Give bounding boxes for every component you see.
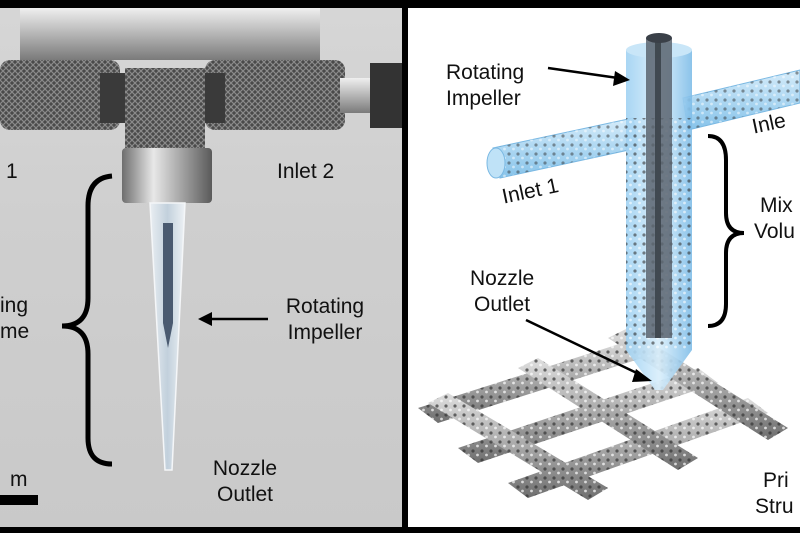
center-tee [125, 68, 205, 148]
rotating-impeller-label-line2: Impeller [287, 321, 363, 344]
rotating-impeller-label-line1: Rotating [285, 295, 365, 318]
schematic-printed-structure-line1: Pri [763, 469, 789, 492]
mixing-volume-partial-line1: ing [0, 294, 29, 317]
inlet-1-partial-label: 1 [6, 160, 18, 183]
impeller-arrow [198, 312, 212, 326]
impeller-pointer-arrow [613, 71, 630, 86]
mixing-volume-bracket [61, 173, 113, 467]
outlet-pointer-arrow [632, 369, 652, 382]
scale-bar-label: m [10, 468, 28, 491]
photo-panel: 1 Inlet 2 ing me Rotating Impeller Nozzl… [0, 8, 402, 527]
schematic-nozzle-outlet-line1: Nozzle [470, 267, 535, 290]
nozzle-collar [122, 148, 212, 203]
scale-bar [0, 495, 38, 505]
top-housing [20, 8, 320, 60]
inlet-1-tube [486, 117, 639, 179]
nozzle-outlet-label-line2: Outlet [216, 483, 274, 506]
left-knurled-fitting [0, 60, 120, 130]
impeller-shaft [646, 33, 672, 338]
mixing-volume-bracket-right [707, 134, 745, 328]
schematic-rotating-impeller-line2: Impeller [446, 87, 521, 110]
schematic-nozzle-outlet-line2: Outlet [474, 293, 531, 316]
nozzle-outlet-label-line1: Nozzle [212, 457, 278, 480]
schematic-mixing-volume-line1: Mix [760, 194, 793, 217]
schematic-panel: Rotating Impeller Inlet 1 Inle Mix Volu … [408, 8, 800, 527]
schematic-rotating-impeller-line1: Rotating [446, 61, 525, 84]
nozzle-schematic-drawing [418, 33, 800, 500]
mixing-volume-partial-line2: me [0, 320, 30, 343]
schematic-printed-structure-line2: Stru [755, 495, 794, 518]
schematic-mixing-volume-line2: Volu [754, 220, 795, 243]
inlet-2-label: Inlet 2 [277, 160, 335, 183]
printed-lattice [418, 328, 788, 500]
right-knurled-fitting [205, 60, 345, 130]
nozzle-photo-drawing [0, 8, 402, 505]
